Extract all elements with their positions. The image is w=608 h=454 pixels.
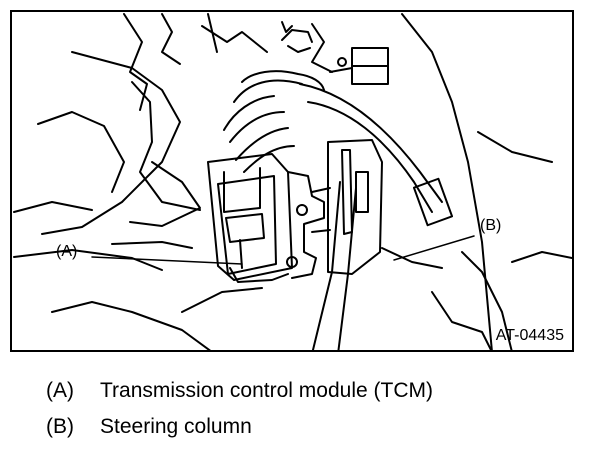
dashboard-structure bbox=[13, 13, 572, 350]
legend-key: (B) bbox=[46, 415, 74, 438]
legend-row: (B) Steering column bbox=[46, 416, 433, 452]
legend: (A) Transmission control module (TCM) (B… bbox=[46, 380, 433, 452]
legend-text: Transmission control module (TCM) bbox=[100, 379, 433, 402]
figure-frame: (A) (B) AT-04435 bbox=[10, 10, 574, 352]
legend-row: (A) Transmission control module (TCM) bbox=[46, 380, 433, 416]
tcm-installation-illustration bbox=[13, 13, 572, 350]
callout-leader-lines bbox=[91, 235, 475, 265]
legend-text: Steering column bbox=[100, 415, 252, 438]
legend-key: (A) bbox=[46, 379, 74, 402]
callout-label-b: (B) bbox=[480, 217, 502, 234]
relay-connector bbox=[329, 47, 389, 85]
steering-column bbox=[311, 139, 443, 350]
figure-code: AT-04435 bbox=[495, 327, 564, 344]
callout-label-a: (A) bbox=[56, 243, 78, 260]
tcm-module bbox=[207, 153, 325, 283]
